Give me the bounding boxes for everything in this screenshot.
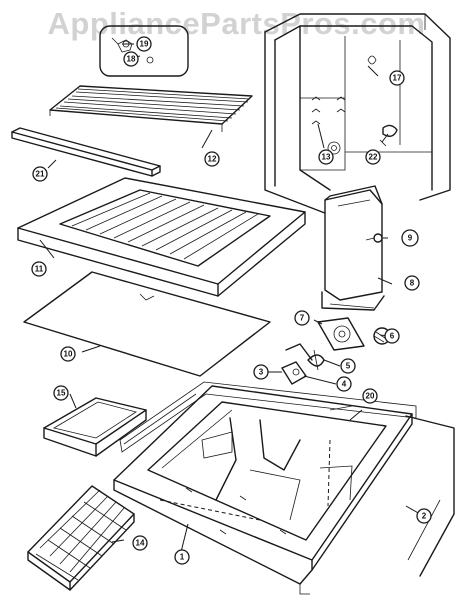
svg-text:19: 19 <box>140 40 149 49</box>
door-rail <box>119 381 455 595</box>
freezer-liner <box>113 385 413 585</box>
motor-bracket <box>281 343 313 385</box>
svg-text:1: 1 <box>180 553 185 562</box>
svg-text:18: 18 <box>127 55 136 64</box>
svg-text:12: 12 <box>208 155 217 164</box>
callout-11: 11 <box>31 261 47 277</box>
callout-8: 8 <box>404 275 420 291</box>
svg-text:9: 9 <box>408 234 413 243</box>
svg-text:10: 10 <box>64 350 73 359</box>
svg-text:8: 8 <box>410 279 415 288</box>
callout-18: 18 <box>123 51 139 67</box>
fan-shroud <box>317 317 365 351</box>
svg-text:14: 14 <box>136 539 145 548</box>
air-duct <box>321 185 385 311</box>
svg-text:4: 4 <box>342 380 347 389</box>
callout-1: 1 <box>174 549 190 565</box>
svg-text:3: 3 <box>259 368 264 377</box>
svg-text:5: 5 <box>346 362 351 371</box>
freezer-tray <box>43 397 147 457</box>
svg-text:17: 17 <box>393 74 402 83</box>
callout-21: 21 <box>32 166 48 182</box>
svg-text:7: 7 <box>300 314 305 323</box>
svg-text:2: 2 <box>422 512 427 521</box>
callout-15: 15 <box>53 385 69 401</box>
callout-12: 12 <box>204 151 220 167</box>
svg-text:13: 13 <box>322 153 331 162</box>
fan-blade <box>307 349 325 371</box>
callout-7: 7 <box>294 310 310 326</box>
svg-text:15: 15 <box>57 389 66 398</box>
callout-20: 20 <box>362 388 378 404</box>
callout-10: 10 <box>60 346 76 362</box>
svg-text:6: 6 <box>390 332 395 341</box>
callout-3: 3 <box>253 364 269 380</box>
callout-5: 5 <box>340 358 356 374</box>
ice-cube-tray <box>27 485 135 591</box>
callout-14: 14 <box>132 535 148 551</box>
svg-text:20: 20 <box>366 392 375 401</box>
callout-17: 17 <box>389 70 405 86</box>
crisper-cover <box>17 177 306 297</box>
wire-shelf <box>49 85 253 132</box>
svg-text:21: 21 <box>36 170 45 179</box>
glass-insert <box>23 271 271 377</box>
callout-13: 13 <box>318 149 334 165</box>
callout-22: 22 <box>365 149 381 165</box>
shelf-trim <box>11 127 161 177</box>
cabinet-liner <box>264 13 451 216</box>
callout-9: 9 <box>401 229 419 247</box>
callout-2: 2 <box>416 508 432 524</box>
watermark: AppliancePartsPros.com <box>47 6 426 41</box>
svg-text:22: 22 <box>369 153 378 162</box>
callout-19: 19 <box>136 36 152 52</box>
callout-4: 4 <box>336 376 352 392</box>
svg-text:11: 11 <box>35 265 44 274</box>
callout-6: 6 <box>384 328 400 344</box>
